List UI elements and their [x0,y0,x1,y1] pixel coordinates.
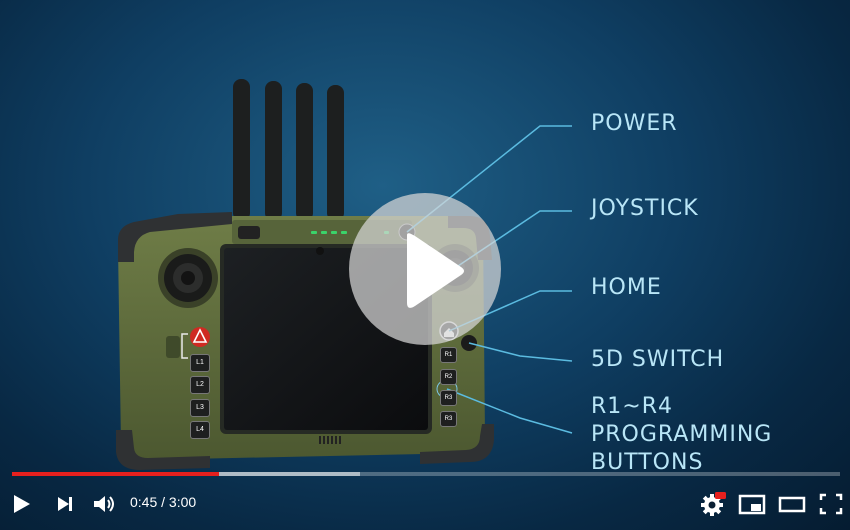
miniplayer-icon [738,494,766,515]
play-button[interactable] [6,489,36,519]
right-button: R2 [440,369,457,385]
volume-icon [94,496,114,512]
antennas [233,79,344,221]
gear-icon [701,492,726,516]
right-button: R1 [440,347,457,363]
theater-icon [778,496,806,513]
current-time: 0:45 [130,494,158,510]
played-bar [12,472,219,476]
next-icon [58,497,72,511]
left-button: L2 [190,376,210,394]
next-button[interactable] [50,489,80,519]
control-bar: 0:45 / 3:00 [0,480,850,530]
callout-home: HOME [591,275,662,300]
hd-badge [715,492,726,499]
theater-mode-button[interactable] [777,489,807,519]
callout-5d-switch: 5D SWITCH [591,347,725,372]
play-icon [14,495,30,513]
time-display: 0:45 / 3:00 [130,494,196,510]
right-button: R3 [440,411,457,427]
duration: 3:00 [168,494,197,510]
fullscreen-icon [819,493,843,515]
left-button: L3 [190,399,210,417]
miniplayer-button[interactable] [737,489,767,519]
volume-button[interactable] [89,489,119,519]
fullscreen-button[interactable] [816,489,846,519]
callout-programming-buttons: R1~R4 PROGRAMMING BUTTONS [591,394,773,475]
settings-button[interactable] [698,489,728,519]
left-button: L4 [190,421,210,439]
callout-power: POWER [591,111,678,136]
progress-bar[interactable] [12,472,840,476]
play-icon [407,233,464,308]
right-button: R3 [440,390,457,406]
callout-joystick: JOYSTICK [591,196,699,221]
big-play-button[interactable] [349,193,501,345]
left-button: L1 [190,354,210,372]
time-separator: / [157,494,169,510]
